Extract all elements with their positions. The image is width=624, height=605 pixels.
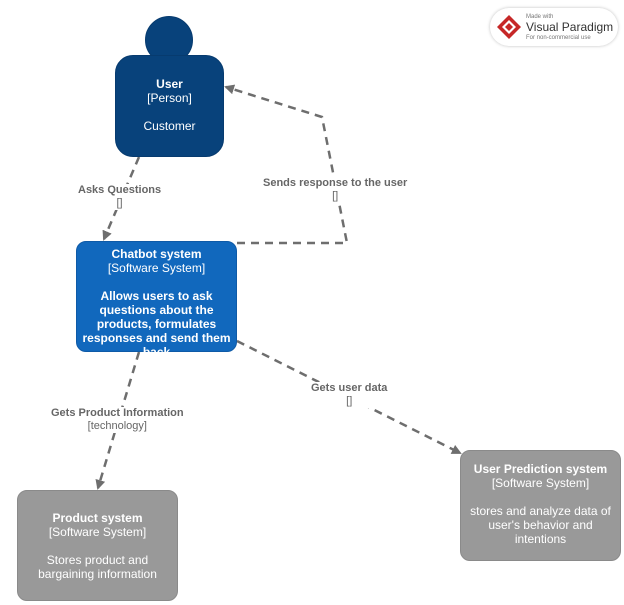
user-person-node[interactable]: User [Person] Customer	[115, 55, 224, 157]
user-data-label: Gets user data	[311, 382, 388, 394]
product-type: [Software System]	[48, 525, 147, 539]
non-commercial-text: For non-commercial use	[526, 35, 591, 41]
user-type: [Person]	[147, 91, 192, 105]
product-description: Stores product and bargaining informatio…	[38, 553, 157, 581]
brand-text: Visual Paradigm	[526, 20, 614, 34]
sends-tech: []	[332, 190, 339, 202]
prediction-type: [Software System]	[491, 476, 590, 490]
product-system-node[interactable]: Product system [Software System] Stores …	[17, 490, 178, 601]
edge-label-gets-user-data: Gets user data []	[311, 382, 388, 408]
product-info-tech: [technology]	[87, 420, 147, 432]
visual-paradigm-logo-icon	[497, 15, 521, 39]
made-with-text: Made with	[526, 14, 554, 20]
product-info-label: Gets Product Information	[51, 407, 184, 419]
chatbot-name: Chatbot system	[111, 247, 202, 261]
asks-label: Asks Questions	[78, 184, 162, 196]
edge-label-sends-response: Sends response to the user []	[263, 177, 408, 203]
edge-sends-response	[224, 84, 349, 245]
user-prediction-system-node[interactable]: User Prediction system [Software System]…	[460, 450, 621, 561]
user-name: User	[156, 77, 183, 91]
sends-label: Sends response to the user	[263, 177, 408, 189]
chatbot-type: [Software System]	[107, 261, 206, 275]
asks-tech: []	[116, 197, 123, 209]
edge-label-gets-product-info: Gets Product Information [technology]	[51, 407, 184, 433]
product-name: Product system	[52, 511, 143, 525]
user-description: Customer	[143, 119, 196, 133]
prediction-description: stores and analyze data of user's behavi…	[470, 504, 611, 546]
chatbot-system-node[interactable]: Chatbot system [Software System] Allows …	[76, 241, 237, 359]
visual-paradigm-watermark: Made with Visual Paradigm For non-commer…	[490, 8, 618, 46]
prediction-name: User Prediction system	[473, 462, 608, 476]
user-data-tech: []	[346, 395, 353, 407]
chatbot-description: Allows users to ask questions about the …	[82, 289, 231, 359]
edge-label-asks-questions: Asks Questions []	[78, 184, 162, 210]
